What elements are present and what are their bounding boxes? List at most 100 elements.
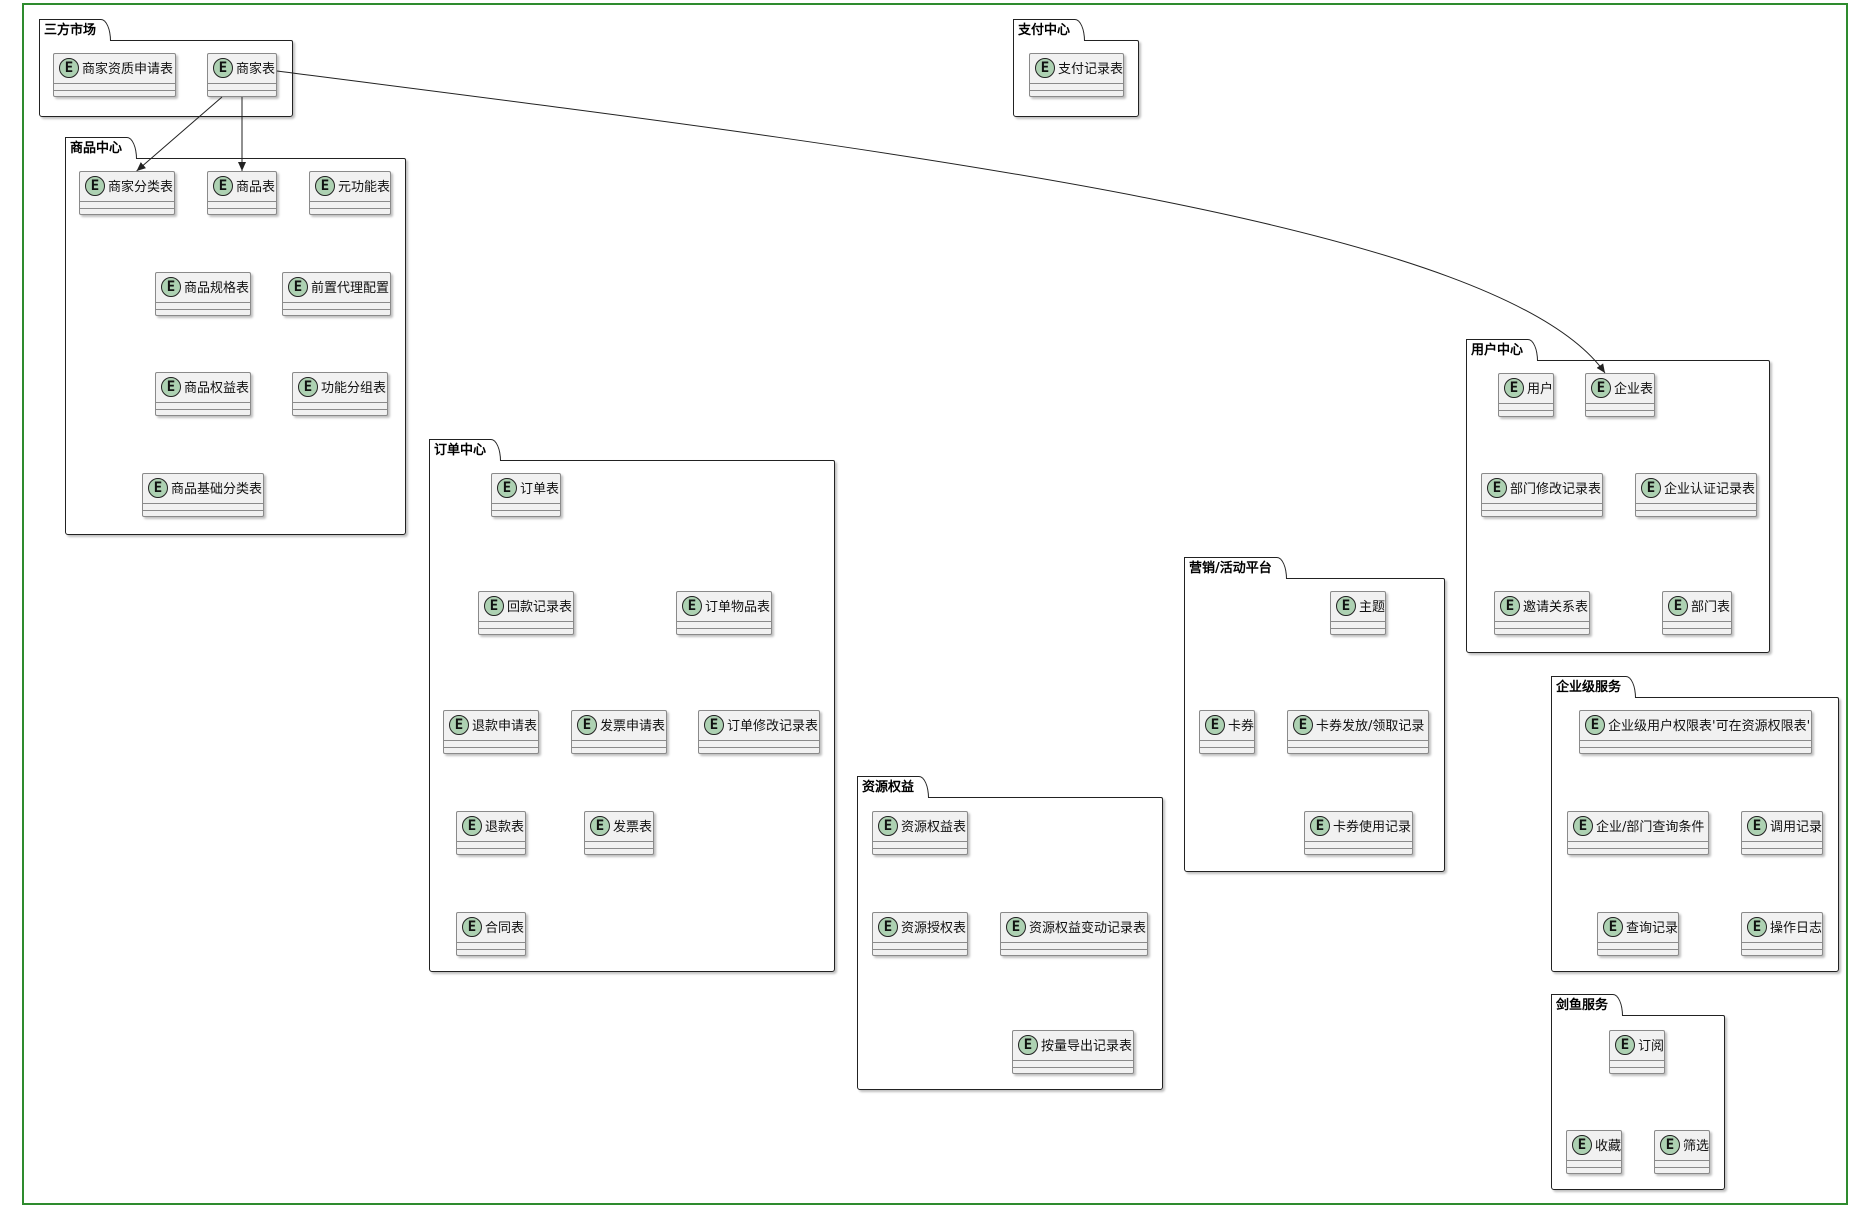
entity-divider	[457, 942, 525, 943]
entity-divider	[156, 409, 250, 410]
entity-e-icon: E	[1660, 1134, 1680, 1155]
entity-e-icon: E	[1615, 1034, 1635, 1055]
entity-divider	[1598, 942, 1678, 943]
entity-e-icon: E	[1205, 714, 1225, 735]
entity-e-icon: E	[1018, 1034, 1038, 1055]
entity-divider	[283, 309, 390, 310]
entity-e-icon: E	[878, 815, 898, 836]
entity-label: 资源授权表	[901, 921, 967, 936]
entity-divider	[293, 409, 387, 410]
entity-divider	[1030, 83, 1123, 84]
entity-divider	[1200, 747, 1254, 748]
entity-divider	[293, 402, 387, 403]
entity-divider	[677, 621, 771, 622]
package-title: 订单中心	[429, 439, 502, 461]
entity-e-icon: E	[878, 916, 898, 937]
entity-divider	[873, 848, 967, 849]
package-title: 三方市场	[39, 19, 112, 41]
entity-label: 回款记录表	[507, 600, 573, 615]
entity-divider	[310, 201, 390, 202]
entity-divider	[457, 841, 525, 842]
entity-divider	[1001, 942, 1147, 943]
entity-divider	[208, 208, 276, 209]
package-title: 用户中心	[1466, 339, 1539, 361]
entity-divider	[1331, 628, 1385, 629]
entity-label: 用户	[1527, 382, 1554, 397]
entity-divider	[479, 628, 573, 629]
entity-divider	[1742, 949, 1822, 950]
entity-label: 邀请关系表	[1523, 600, 1589, 615]
entity-label: 退款申请表	[472, 719, 538, 734]
entity-divider	[1331, 621, 1385, 622]
entity-divider	[1495, 621, 1589, 622]
entity-e-icon: E	[161, 376, 181, 397]
entity-divider	[283, 302, 390, 303]
entity-divider	[1742, 841, 1822, 842]
entity-divider	[80, 208, 174, 209]
entity-divider	[1580, 740, 1811, 741]
entity-e-icon: E	[1747, 916, 1767, 937]
entity-divider	[1288, 747, 1428, 748]
entity-divider	[156, 402, 250, 403]
entity-e-icon: E	[298, 376, 318, 397]
edge-merchant-to-u_ent	[276, 70, 1606, 374]
entity-label: 发票表	[613, 820, 653, 835]
entity-e-icon: E	[1336, 595, 1356, 616]
entity-label: 商品基础分类表	[171, 482, 263, 497]
entity-label: 资源权益变动记录表	[1029, 921, 1147, 936]
entity-e-icon: E	[449, 714, 469, 735]
